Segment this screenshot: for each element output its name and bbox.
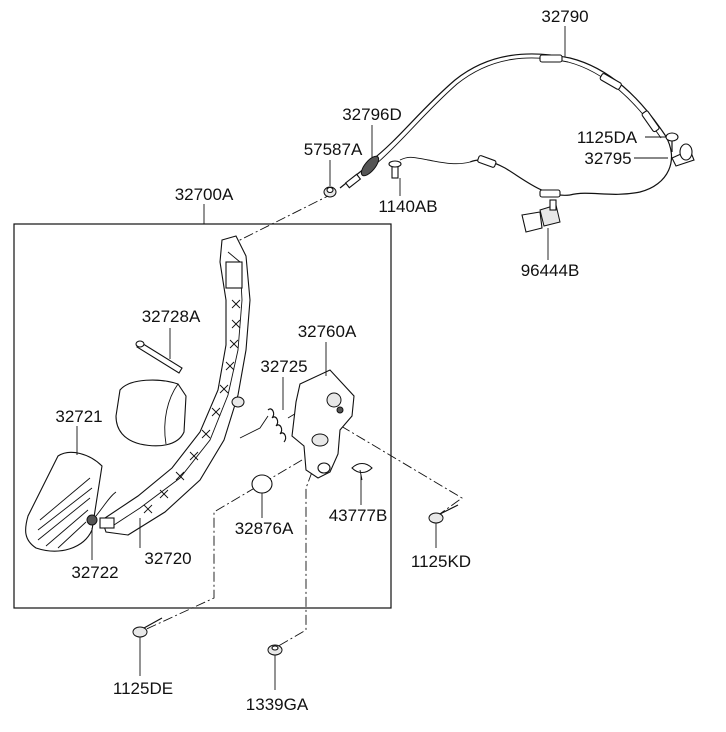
label-1339GA: 1339GA — [246, 695, 309, 714]
pedal-stopper — [115, 379, 187, 447]
bolt-1125DA — [665, 132, 679, 152]
cap-32876A — [251, 474, 273, 494]
label-32721: 32721 — [55, 407, 102, 426]
nut-57587A — [323, 186, 337, 198]
pin-1140AB — [388, 160, 402, 179]
label-32760A: 32760A — [298, 322, 357, 341]
pedal-arm — [101, 235, 251, 536]
label-32795: 32795 — [584, 149, 631, 168]
assembly-box — [13, 223, 392, 609]
label-96444B: 96444B — [521, 261, 580, 280]
bushing-32722 — [86, 491, 117, 529]
label-32876A: 32876A — [235, 519, 294, 538]
label-32700A: 32700A — [175, 185, 234, 204]
label-32796D: 32796D — [342, 105, 402, 124]
bolt-1125KD — [428, 504, 459, 524]
mounting-bracket — [291, 369, 355, 479]
bolt-1125DE — [132, 617, 163, 638]
pedal-pad — [25, 451, 103, 552]
cable-end-bushing — [339, 155, 380, 189]
accelerator-cable — [371, 53, 673, 198]
return-spring — [239, 408, 299, 443]
label-1140AB: 1140AB — [378, 197, 437, 216]
label-1125KD: 1125KD — [411, 552, 471, 571]
label-43777B: 43777B — [329, 506, 388, 525]
label-57587A: 57587A — [304, 140, 363, 159]
label-1125DE: 1125DE — [113, 679, 173, 698]
guide-1339GA — [274, 471, 313, 649]
label-32720: 32720 — [144, 549, 191, 568]
pin-32728A — [135, 340, 183, 374]
guide-1125DE — [139, 459, 303, 633]
clip-43777B — [351, 462, 373, 481]
label-32728A: 32728A — [142, 307, 201, 326]
guide-cable-to-pedal — [227, 195, 329, 247]
label-32725: 32725 — [260, 357, 307, 376]
bracket-96444B — [521, 199, 561, 233]
label-32722: 32722 — [71, 563, 118, 582]
guide-1125KD — [340, 425, 463, 517]
nut-1339GA — [267, 644, 283, 656]
clip-32795 — [671, 143, 695, 167]
label-1125DA: 1125DA — [577, 128, 638, 147]
label-32790: 32790 — [541, 7, 588, 26]
